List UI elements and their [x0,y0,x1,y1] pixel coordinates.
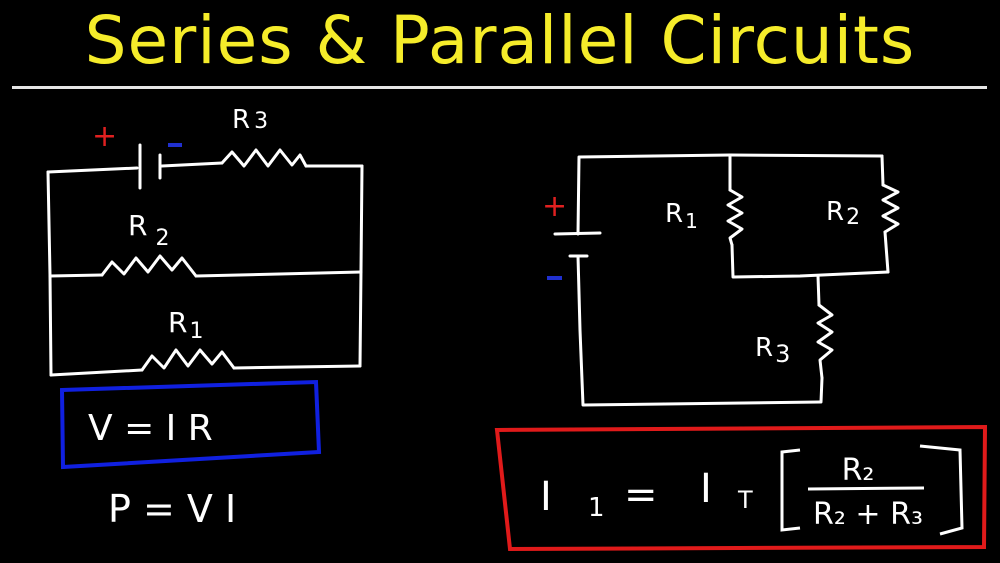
right-circuit [553,153,900,407]
title-underline [12,86,987,89]
resistor-r1 [726,188,744,247]
page-title: Series & Parallel Circuits [84,2,916,79]
resistor-r3 [816,303,834,380]
svg-text:I: I [700,466,712,512]
current-divider-formula: I 1 = I T R₂ R₂ + R₃ [540,444,964,536]
svg-text:1: 1 [588,493,605,523]
right-battery-negative-mark [547,276,562,280]
ohms-law-box [59,379,322,470]
svg-text:R₂: R₂ [842,453,875,488]
left-label-r1: R1 [168,306,203,344]
ohms-law-formula: V = I R [88,408,213,449]
battery-long-plate [553,231,602,236]
right-label-r2: R2 [826,197,860,230]
fraction-bar [807,486,925,491]
svg-text:=: = [624,472,658,518]
svg-text:T: T [737,486,753,514]
svg-text:I: I [540,474,552,520]
power-formula: P = V I [108,487,236,531]
right-battery-positive: + [542,189,567,224]
current-divider-box [494,424,988,552]
resistor-r2 [881,183,900,234]
resistor-r2 [100,254,198,278]
left-battery-negative-mark [168,143,182,147]
right-bracket [919,444,964,536]
resistor-r1 [140,348,236,372]
right-label-r3: R3 [755,333,790,368]
left-battery-positive: + [92,119,117,154]
left-bracket [780,448,801,532]
left-circuit [46,143,364,377]
svg-text:R₂ + R₃: R₂ + R₃ [813,497,923,532]
resistor-r3 [220,148,308,168]
